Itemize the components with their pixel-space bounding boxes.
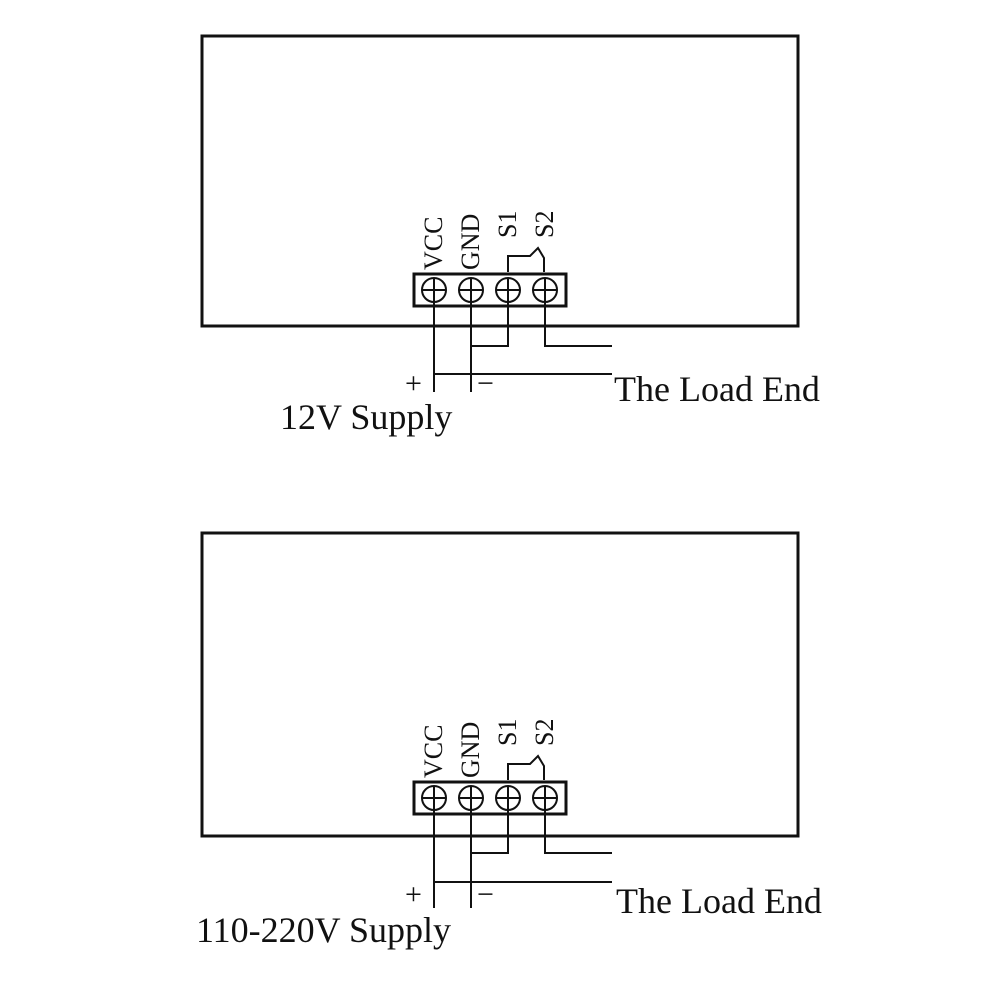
wires bbox=[433, 302, 612, 392]
wires bbox=[433, 810, 612, 908]
supply-label: 110-220V Supply bbox=[196, 910, 451, 950]
terminal-label-s2: S2 bbox=[530, 719, 559, 746]
terminal-label-gnd: GND bbox=[456, 214, 485, 270]
terminal-label-gnd: GND bbox=[456, 722, 485, 778]
load-end-label: The Load End bbox=[616, 881, 822, 921]
terminal-screw-s1 bbox=[495, 785, 521, 811]
plus-sign: + bbox=[405, 367, 422, 400]
terminal-screw-gnd bbox=[458, 277, 484, 303]
relay-contact-symbol bbox=[507, 754, 545, 780]
relay-contact-symbol bbox=[507, 246, 545, 272]
minus-sign: − bbox=[477, 878, 494, 911]
terminal-label-vcc: VCC bbox=[419, 217, 448, 270]
terminal-screw-s1 bbox=[495, 277, 521, 303]
terminal-screw-vcc bbox=[421, 785, 447, 811]
terminal-screw-s2 bbox=[532, 785, 558, 811]
wiring-diagram-110-220v: VCC GND S1 S2 + − 110-220V Supply The Lo… bbox=[196, 531, 822, 950]
plus-sign: + bbox=[405, 878, 422, 911]
load-end-label: The Load End bbox=[614, 369, 820, 409]
minus-sign: − bbox=[477, 367, 494, 400]
wiring-diagram-12v: VCC GND S1 S2 + − 12V Supply The Load En… bbox=[200, 34, 820, 437]
terminal-screw-s2 bbox=[532, 277, 558, 303]
terminal-screw-gnd bbox=[458, 785, 484, 811]
terminal-label-s1: S1 bbox=[493, 211, 522, 238]
terminal-label-vcc: VCC bbox=[419, 725, 448, 778]
supply-label: 12V Supply bbox=[280, 397, 452, 437]
terminal-label-s2: S2 bbox=[530, 211, 559, 238]
terminal-screw-vcc bbox=[421, 277, 447, 303]
terminal-label-s1: S1 bbox=[493, 719, 522, 746]
